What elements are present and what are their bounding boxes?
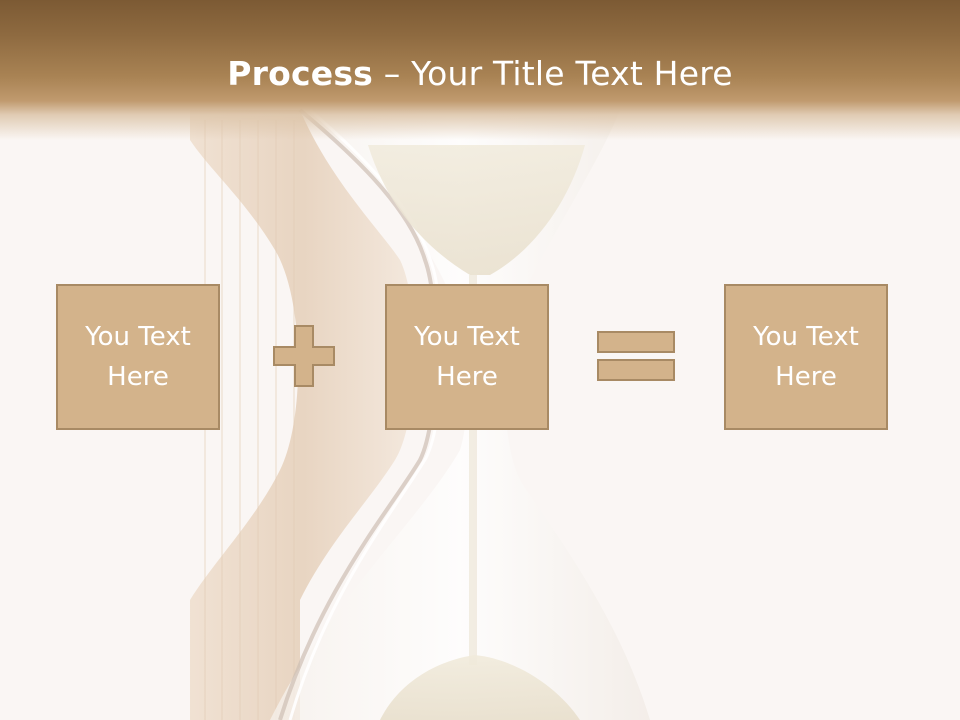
title-bold-text: Process [227, 54, 374, 93]
text-box-2[interactable]: You Text Here [385, 284, 549, 430]
title-rest-text: – Your Title Text Here [373, 54, 733, 93]
title-bar [0, 0, 960, 140]
text-box-3-label: You Text Here [753, 322, 859, 392]
text-box-1-label: You Text Here [85, 322, 191, 392]
text-box-2-label: You Text Here [414, 322, 520, 392]
text-box-1[interactable]: You Text Here [56, 284, 220, 430]
slide-title[interactable]: Process – Your Title Text Here [0, 52, 960, 96]
equals-icon [597, 331, 675, 381]
plus-icon [273, 325, 335, 387]
text-box-3[interactable]: You Text Here [724, 284, 888, 430]
